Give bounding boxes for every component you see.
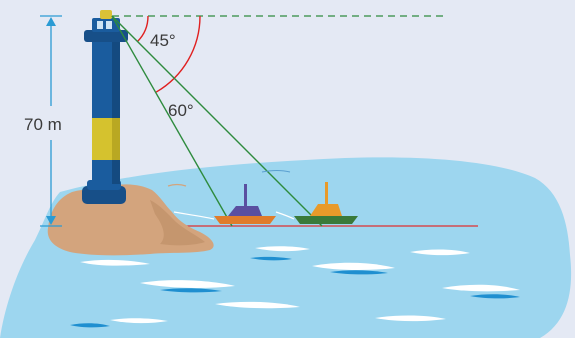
boat-icon: [275, 182, 358, 224]
lighthouse-cap: [100, 10, 112, 19]
sight-line-far-boat: [111, 15, 323, 227]
boat-near-mast: [244, 184, 247, 208]
angle-arc-45: [136, 15, 149, 42]
wave: [410, 249, 470, 256]
lighthouse-gallery: [84, 30, 128, 42]
sight-line-near-boat: [111, 15, 233, 227]
height-label: 70 m: [24, 115, 62, 134]
boat-far-cabin: [310, 204, 342, 216]
angle-label-45: 45°: [150, 31, 176, 50]
boat-icon: [173, 184, 276, 224]
wave: [110, 318, 168, 324]
wave: [140, 280, 235, 288]
lighthouse-yellow-band-shade: [112, 118, 120, 160]
streak: [250, 256, 292, 261]
boat-near-hull: [214, 216, 276, 224]
wave: [80, 259, 150, 266]
sea-dark-streaks: [70, 256, 520, 328]
angle-arc-60: [155, 15, 201, 93]
boat-near-wake: [173, 211, 215, 220]
wave: [312, 262, 395, 271]
boat-far-hull: [294, 216, 358, 224]
lighthouse-window: [97, 21, 103, 29]
ripple: [167, 183, 187, 187]
streak: [470, 294, 520, 299]
lighthouse-icon: [82, 10, 128, 204]
wave: [442, 284, 520, 292]
lighthouse-tower-shade: [112, 38, 120, 184]
boat-near-cabin: [228, 206, 262, 216]
wave: [375, 315, 446, 322]
sea-waves: [80, 246, 520, 324]
streak: [330, 270, 388, 275]
streak: [70, 323, 110, 328]
wave: [215, 301, 300, 309]
rock-shadow: [150, 200, 205, 246]
height-arrow-icon: [40, 15, 62, 227]
boat-far-mast: [325, 182, 328, 206]
lighthouse-base: [82, 186, 126, 204]
ripple: [261, 170, 291, 173]
streak: [160, 288, 222, 293]
wave: [255, 246, 310, 252]
boat-far-wake: [275, 211, 295, 220]
angle-label-60: 60°: [168, 101, 194, 120]
lighthouse-window: [106, 21, 112, 29]
